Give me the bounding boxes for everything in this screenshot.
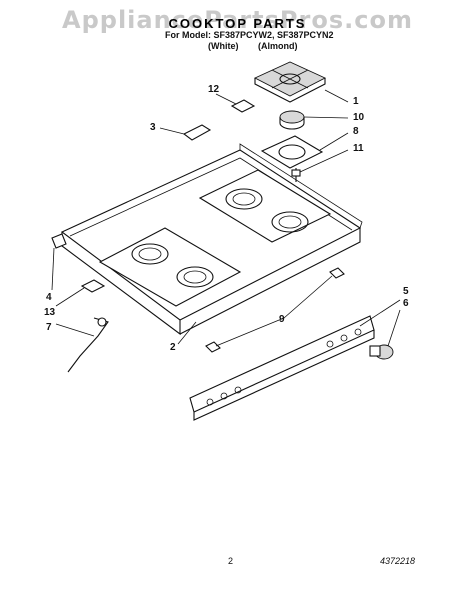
spacer-9-lower [205, 341, 221, 353]
cooktop-panel [60, 143, 363, 336]
callout-3: 3 [150, 122, 156, 133]
callout-11: 11 [353, 143, 364, 154]
control-knob [369, 344, 394, 360]
callout-6: 6 [403, 298, 409, 309]
callout-9: 9 [279, 314, 285, 325]
burner-grate [253, 61, 327, 103]
burner-plate-left [98, 227, 242, 307]
bracket-3 [182, 124, 212, 141]
burner-cap [279, 110, 305, 130]
bracket-4 [51, 233, 67, 249]
spacer-9-upper [329, 267, 345, 279]
clip-13 [80, 279, 106, 293]
variant-almond: (Almond) [258, 41, 298, 51]
burner-base [260, 135, 324, 169]
figure-number: 4372218 [380, 556, 416, 566]
control-panel [189, 315, 375, 421]
page-number: 2 [228, 556, 234, 566]
watermark-text: AppliancePartsPros.com [62, 6, 413, 34]
callout-1: 1 [353, 96, 359, 107]
callout-2: 2 [170, 342, 176, 353]
callout-7: 7 [46, 322, 52, 333]
leader-lines [51, 89, 401, 347]
variant-white: (White) [208, 41, 239, 51]
callout-13: 13 [44, 307, 56, 318]
callout-4: 4 [46, 292, 52, 303]
callout-10: 10 [353, 112, 365, 123]
burner-part-11 [291, 168, 301, 182]
diagram-title: COOKTOP PARTS [168, 16, 307, 31]
igniter-wire-7 [67, 317, 109, 373]
model-numbers: For Model: SF387PCYW2, SF387PCYN2 [165, 30, 334, 40]
bracket-12 [230, 99, 256, 113]
callout-5: 5 [403, 286, 409, 297]
callout-8: 8 [353, 126, 359, 137]
callout-12: 12 [208, 84, 220, 95]
burner-plate-right [198, 169, 332, 243]
